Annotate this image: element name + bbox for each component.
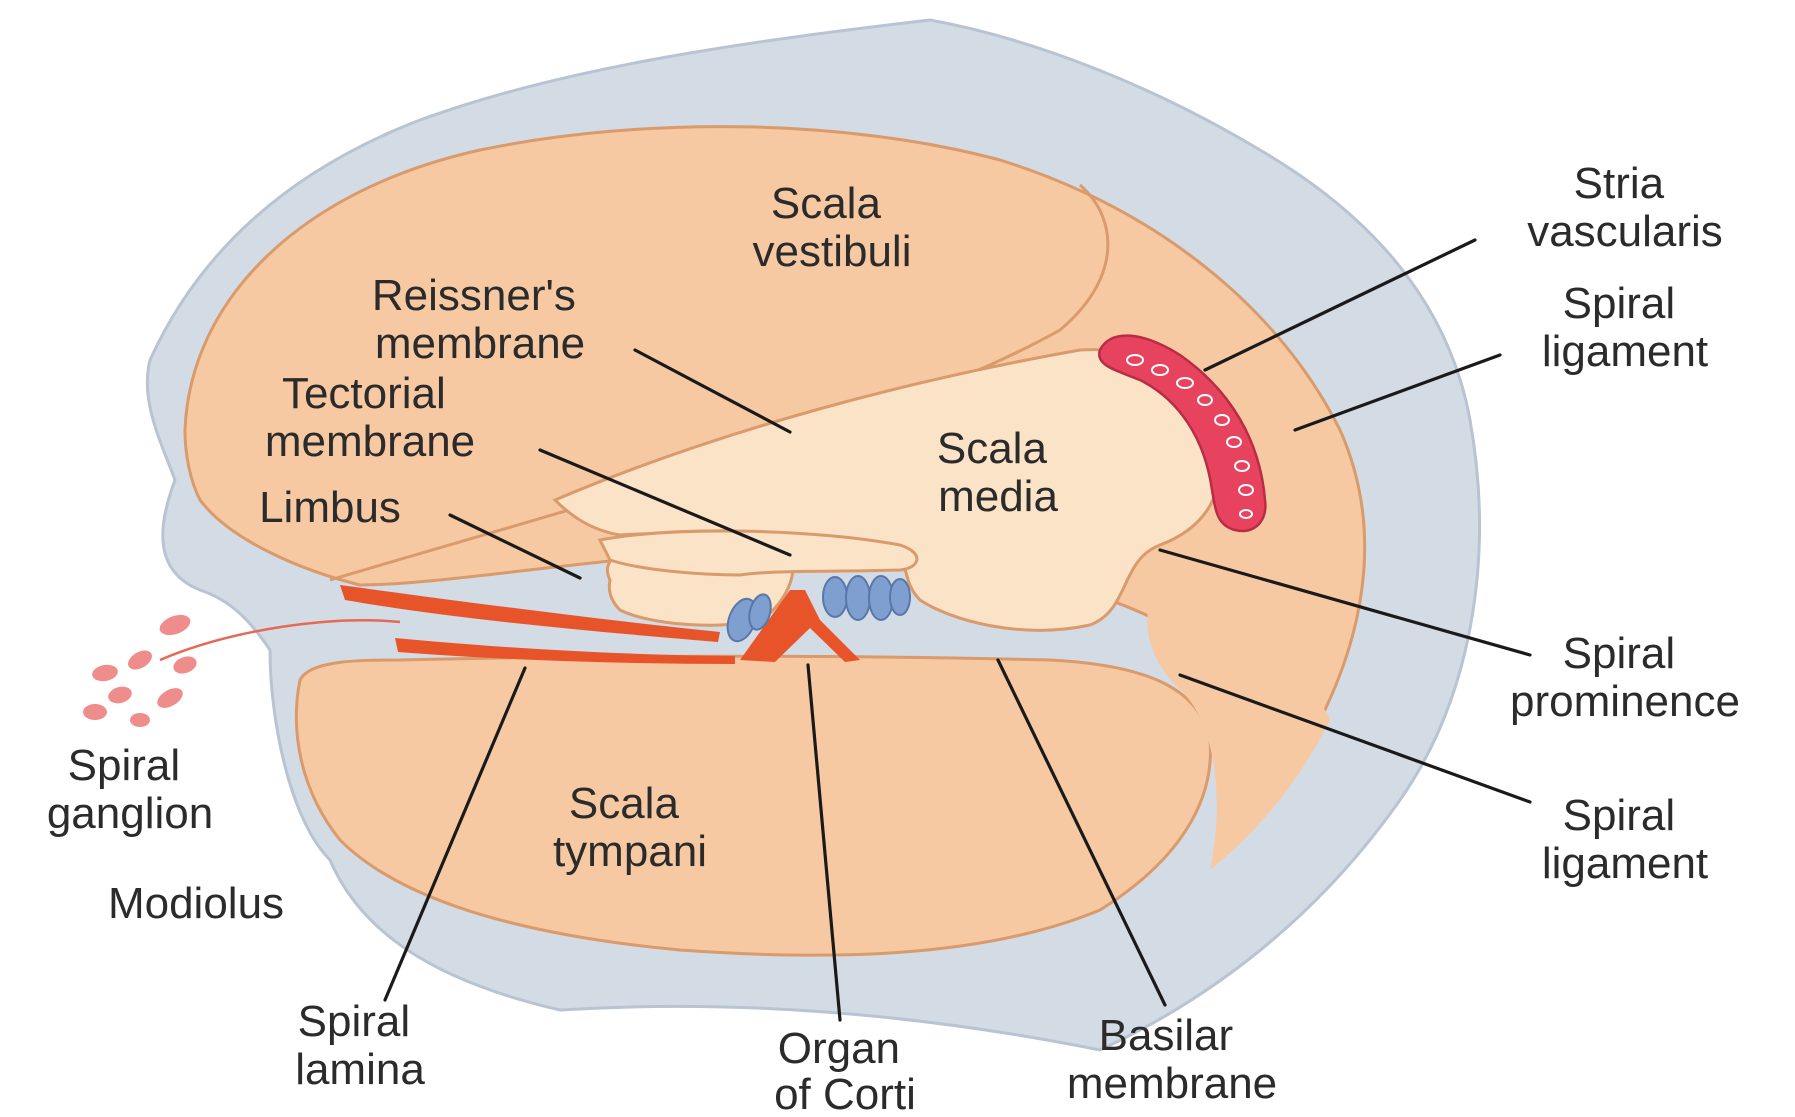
label-spiral-ligament-upper: Spiral ligament — [1542, 279, 1708, 376]
label-scala-media: Scala media — [937, 424, 1059, 521]
label-spiral-prominence: Spiral prominence — [1510, 629, 1740, 726]
label-stria-vascularis: Stria vascularis — [1527, 159, 1723, 256]
label-scala-tympani: Scala tympani — [553, 779, 707, 876]
spiral-ganglion-cells — [83, 611, 199, 727]
label-limbus: Limbus — [259, 483, 401, 532]
label-tectorial-membrane: Tectorial membrane — [265, 369, 475, 466]
label-spiral-ligament-lower: Spiral ligament — [1542, 791, 1708, 888]
label-basilar-membrane: Basilar membrane — [1067, 1011, 1277, 1108]
label-organ-of-corti: Organ of Corti — [774, 1024, 916, 1117]
label-scala-vestibuli: Scala vestibuli — [753, 179, 912, 276]
label-spiral-ganglion: Spiral ganglion — [47, 741, 213, 838]
label-spiral-lamina: Spiral lamina — [295, 997, 425, 1094]
label-modiolus: Modiolus — [108, 879, 284, 928]
label-reissners-membrane: Reissner's membrane — [372, 271, 588, 368]
